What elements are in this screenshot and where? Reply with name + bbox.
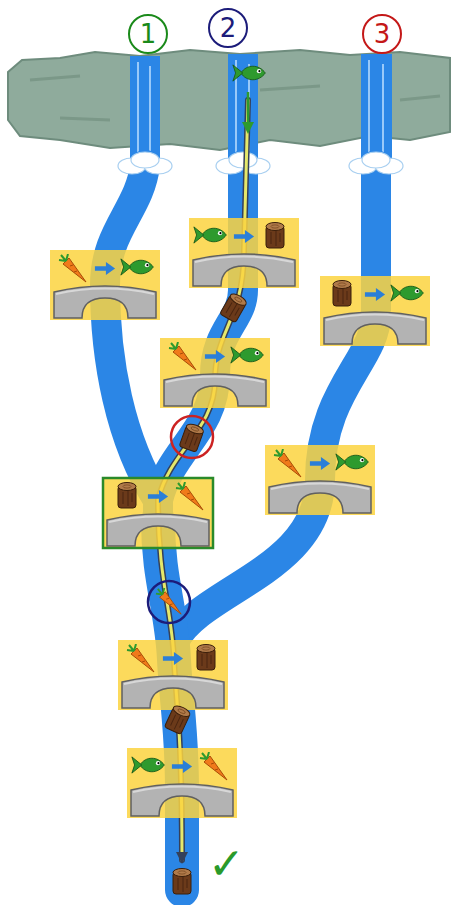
bridge-part xyxy=(107,514,209,546)
bridge-part xyxy=(50,250,160,320)
bridge-part xyxy=(103,478,213,548)
start-arrow xyxy=(247,92,250,126)
callout-number-text: 3 xyxy=(374,21,391,47)
bridge-part xyxy=(231,347,263,363)
bridge-part xyxy=(160,338,270,408)
bridge-part xyxy=(274,449,301,477)
bridge-part xyxy=(164,374,266,406)
bridge-part xyxy=(148,490,168,503)
bridge-part xyxy=(169,342,196,370)
bridge-part xyxy=(205,350,225,363)
fish-token xyxy=(233,65,265,81)
bridge-part xyxy=(122,676,224,708)
log-token xyxy=(164,704,191,735)
bridge-part xyxy=(336,454,368,470)
bridge-part xyxy=(59,254,86,282)
bridge-part xyxy=(333,281,351,307)
start-arrow-head xyxy=(242,122,254,134)
callout-number-text: 2 xyxy=(220,15,237,41)
waterfall xyxy=(130,54,392,168)
callout-number: 3 xyxy=(362,14,402,54)
bridge-part xyxy=(324,312,426,344)
carrot-token xyxy=(156,588,181,614)
bridge xyxy=(320,276,430,346)
end-arrow-head xyxy=(176,852,188,864)
bridge-part xyxy=(176,482,203,510)
bridge xyxy=(189,218,299,288)
bridge xyxy=(265,445,375,515)
bridge-part xyxy=(95,262,115,275)
waterfall-part xyxy=(138,62,150,160)
bridge-part xyxy=(194,227,226,243)
bridge xyxy=(118,640,228,710)
bridge-part xyxy=(163,652,183,665)
bridge-part xyxy=(266,223,284,249)
log-token xyxy=(173,869,191,895)
bridge-part xyxy=(365,288,385,301)
bridge xyxy=(50,250,160,320)
check-mark: ✓ xyxy=(208,840,245,888)
bridge xyxy=(103,478,213,548)
log-token xyxy=(220,292,248,323)
bridge-part xyxy=(193,254,295,286)
callout-number: 1 xyxy=(128,14,168,54)
waterfall-foam-part xyxy=(131,152,159,168)
bridge-part xyxy=(197,645,215,671)
callout-number: 2 xyxy=(208,8,248,48)
bridge-part xyxy=(54,286,156,318)
bridge-part xyxy=(132,757,164,773)
highlight-ring xyxy=(148,581,190,623)
waterfall-foam xyxy=(118,152,403,174)
bridge-part xyxy=(310,457,330,470)
bridge xyxy=(160,338,270,408)
bridge-part xyxy=(200,752,227,780)
bridge-part xyxy=(118,483,136,509)
bridge-part xyxy=(127,644,154,672)
highlight-ring xyxy=(171,416,213,458)
bridge-part xyxy=(265,445,375,515)
river-part xyxy=(158,165,243,500)
bridge-part xyxy=(234,230,254,243)
bridge-part xyxy=(320,276,430,346)
log-token xyxy=(179,422,205,452)
bridge xyxy=(127,748,237,818)
waterfall-foam-part xyxy=(229,152,257,168)
bridge-part xyxy=(189,218,299,288)
bridge-part xyxy=(269,481,371,513)
bridge-part xyxy=(121,259,153,275)
bridge-part xyxy=(172,760,192,773)
callout-number-text: 1 xyxy=(140,21,157,47)
waterfall-foam-part xyxy=(362,152,390,168)
bridge-part xyxy=(131,784,233,816)
waterfall-part xyxy=(369,60,383,160)
bridge-part xyxy=(118,640,228,710)
bridge-part xyxy=(127,748,237,818)
bridge-part xyxy=(391,285,423,301)
